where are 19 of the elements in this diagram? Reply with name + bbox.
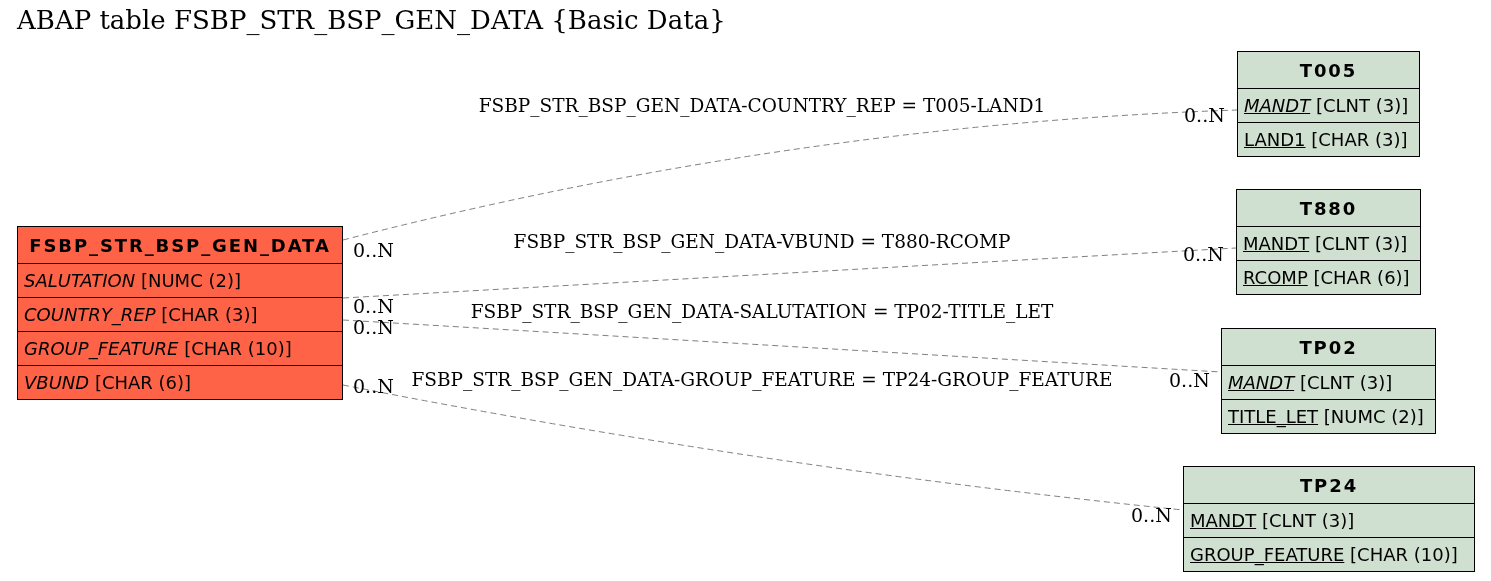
cardinality-label: 0..N [353, 296, 394, 316]
relation-line [342, 109, 1238, 241]
entity-table [1221, 328, 1436, 434]
relation-line [342, 247, 1237, 299]
diagram-title: ABAP table FSBP_STR_BSP_GEN_DATA {Basic Data} [17, 4, 726, 36]
entity-table [1237, 51, 1420, 157]
cardinality-label: 0..N [353, 240, 394, 260]
edge-label: FSBP_STR_BSP_GEN_DATA-GROUP_FEATURE = TP24-GROUP_FEATURE [409, 369, 1115, 391]
cardinality-label: 0..N [1184, 105, 1225, 125]
cardinality-label: 0..N [1131, 505, 1172, 525]
edge-label: FSBP_STR_BSP_GEN_DATA-VBUND = T880-RCOMP [511, 231, 1013, 253]
entity-table [1236, 189, 1421, 295]
cardinality-label: 0..N [353, 317, 394, 337]
entity-table [1183, 466, 1475, 572]
cardinality-label: 0..N [1183, 244, 1224, 264]
cardinality-label: 0..N [353, 376, 394, 396]
cardinality-label: 0..N [1169, 370, 1210, 390]
edge-label: FSBP_STR_BSP_GEN_DATA-SALUTATION = TP02-TITLE_LET [468, 301, 1056, 323]
entity-table [17, 226, 343, 400]
